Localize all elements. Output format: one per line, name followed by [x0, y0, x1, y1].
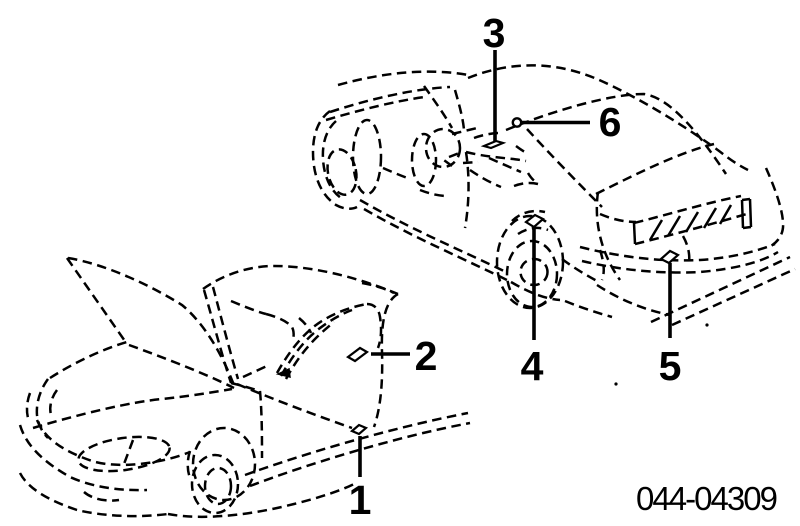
svg-text:6: 6 [599, 99, 622, 145]
svg-text:044-04309: 044-04309 [636, 480, 778, 517]
svg-text:1: 1 [349, 477, 372, 523]
svg-text:2: 2 [415, 333, 438, 379]
svg-text:3: 3 [483, 10, 506, 56]
svg-text:5: 5 [659, 343, 682, 389]
svg-text:4: 4 [521, 343, 544, 389]
